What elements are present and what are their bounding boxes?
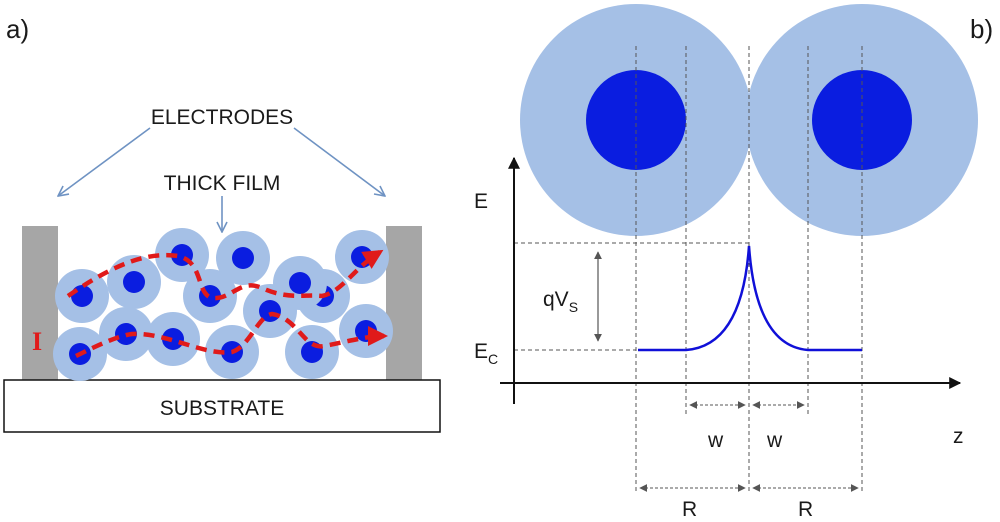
film-grain — [285, 325, 339, 379]
radius-label-right: R — [798, 498, 813, 521]
current-path-lower — [74, 311, 388, 359]
band-curve — [638, 245, 862, 352]
electrode-right — [386, 226, 422, 380]
depletion-width-label-right: w — [766, 429, 783, 452]
panel-b-label: b) — [970, 14, 993, 44]
film-grain — [216, 231, 270, 285]
electrode-left — [22, 226, 58, 380]
current-label: I — [32, 327, 42, 356]
film-grain-core — [123, 271, 145, 293]
film-grain-core — [289, 272, 311, 294]
substrate — [3, 379, 441, 433]
electrodes-arrow-left — [58, 127, 151, 196]
electrodes-label: ELECTRODES — [151, 106, 293, 129]
film-grain — [335, 230, 389, 284]
film-grain — [339, 304, 393, 358]
panel-a-label: a) — [6, 14, 29, 44]
film-grain — [273, 256, 327, 310]
depletion-width-label-left: w — [707, 429, 724, 452]
substrate-label: SUBSTRATE — [160, 397, 284, 420]
film-grain — [183, 269, 237, 323]
film-grain-core — [162, 328, 184, 350]
conduction-band-label: EC — [474, 340, 498, 367]
position-axis-label: z — [953, 425, 964, 448]
film-grain-core — [71, 285, 93, 307]
film-grain — [146, 312, 200, 366]
film-grain — [107, 255, 161, 309]
film-grains — [53, 228, 393, 381]
current-path-upper — [66, 249, 384, 301]
barrier-label: qVS — [543, 288, 578, 315]
panel-a: a) ELECTRODES THICK FILM SUBSTRATE I — [3, 14, 441, 433]
thick-film-label: THICK FILM — [164, 172, 281, 195]
panel-b: b) E z qVS EC w w R R — [474, 4, 993, 521]
energy-axis-label: E — [474, 190, 488, 213]
film-grain — [55, 269, 109, 323]
radius-label-left: R — [682, 498, 697, 521]
electrodes-arrow-right — [293, 127, 385, 196]
film-grain-core — [232, 247, 254, 269]
